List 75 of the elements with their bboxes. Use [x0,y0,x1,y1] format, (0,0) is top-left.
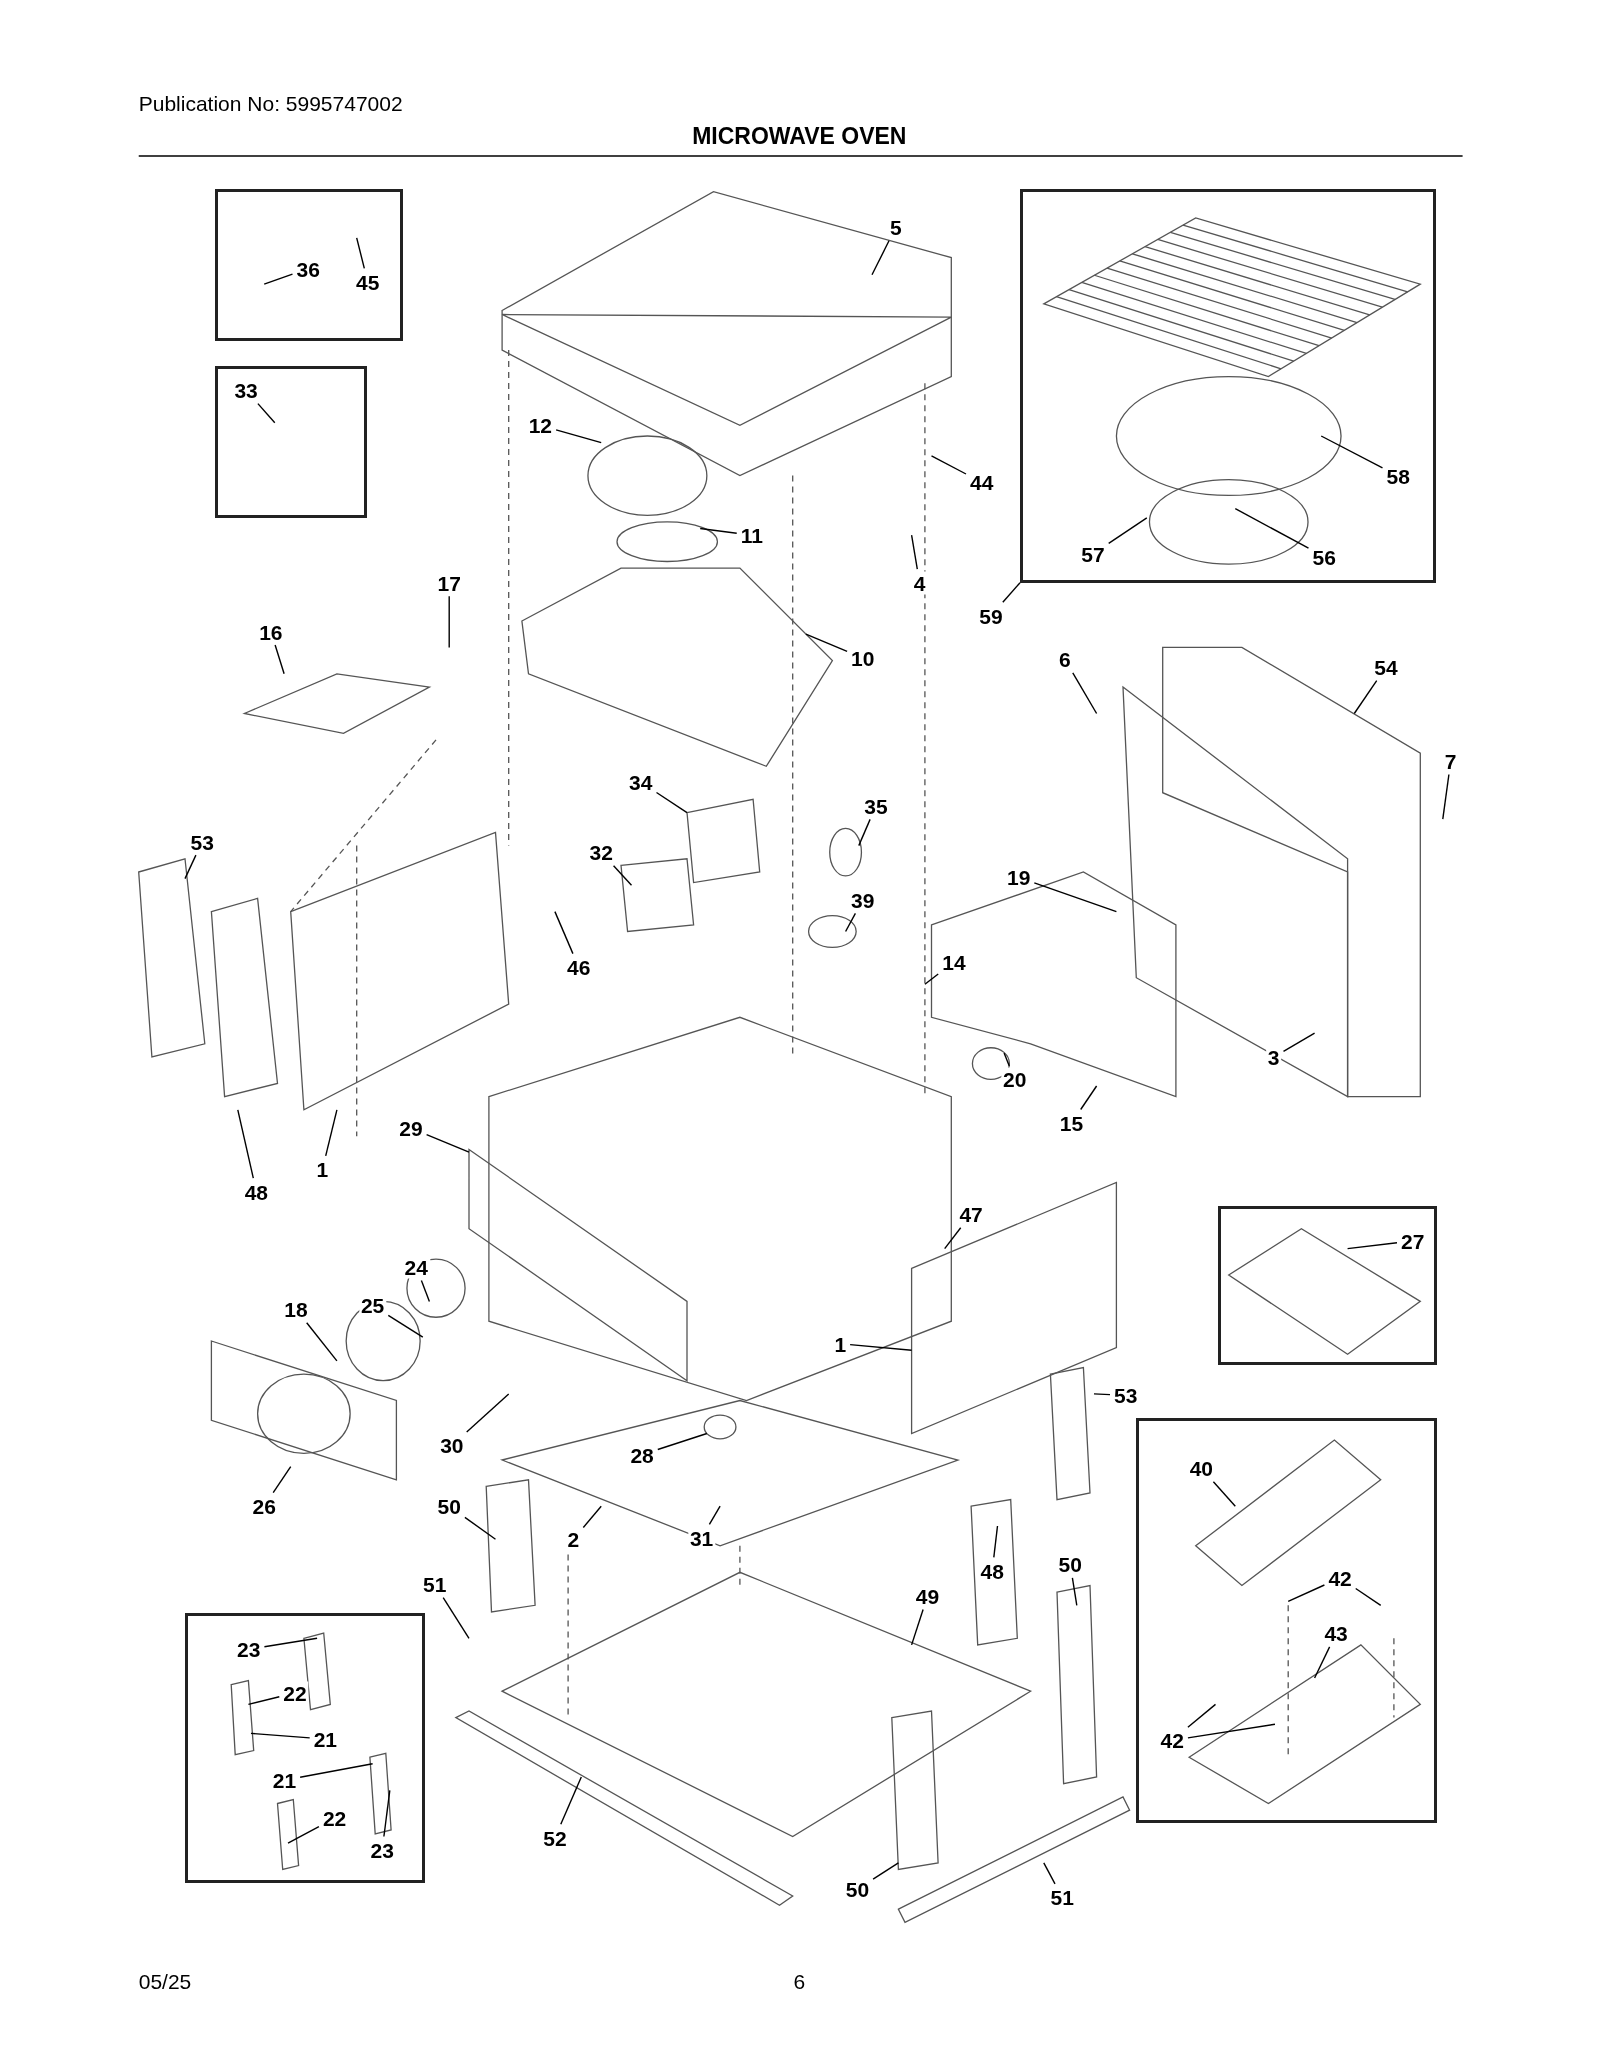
leader-line [1320,435,1384,469]
leader-line [554,910,574,955]
leader-line [263,273,294,285]
callout-number: 4 [911,571,928,595]
leader-line [871,240,890,276]
page-title: MICROWAVE OVEN [692,122,907,150]
leader-line [1212,1481,1236,1507]
leader-line [387,1314,424,1338]
leader-line [1072,672,1098,715]
leader-line [930,455,967,475]
leader-line [184,854,197,880]
leader-line [708,1505,721,1526]
leader-line [805,633,848,653]
leader-line [1043,1862,1056,1885]
leader-line [655,791,688,814]
leader-line [1108,517,1148,545]
leader-line [287,1826,320,1844]
date-code: 05/25 [138,1969,192,1994]
leader-line [1080,1085,1098,1111]
leader-line [237,1109,254,1179]
leader-line [1442,773,1450,820]
leader-line [356,237,365,269]
leader-line [993,1525,999,1559]
leader-line [466,1393,510,1433]
leader-line [464,1516,497,1540]
inset-frame [1136,1417,1438,1824]
leader-line [274,644,285,675]
leader-line [844,912,857,933]
inset-frame [1218,1206,1438,1365]
leader-line [263,1637,318,1648]
leader-line [560,1776,582,1825]
leader-line [1187,1703,1217,1728]
leader-line [325,1109,338,1157]
leader-line [944,1227,962,1250]
leader-line [1282,1032,1316,1052]
leader-line [383,1789,391,1838]
leader-line [1346,1242,1398,1250]
leader-line [1313,1646,1331,1679]
leader-line [1033,882,1118,913]
leader-line [425,1134,470,1153]
leader-line [582,1505,602,1529]
leader-line [555,429,602,444]
page-number: 6 [793,1969,806,1994]
leader-line [910,534,918,570]
leader-line [1353,680,1378,715]
leader-line [272,1465,292,1494]
leader-line [1071,1577,1078,1606]
leader-line [910,1608,924,1646]
leader-line [699,527,738,534]
publication-number: Publication No: 5995747002 [138,92,403,117]
leader-line [872,1862,900,1880]
leader-line [1234,508,1310,549]
leader-line [247,1696,280,1706]
leader-line [442,1596,470,1639]
leader-line [924,973,939,985]
inset-frame [1019,188,1437,583]
inset-frame [215,188,403,341]
leader-line [1002,582,1021,603]
leader-line [306,1322,338,1362]
leader-line [1355,1587,1382,1606]
leader-line [257,402,276,424]
inset-frame [184,1613,426,1883]
leader-line [448,595,450,649]
leader-line [1093,1393,1111,1396]
leader-line [420,1279,431,1303]
leader-line [1003,1052,1010,1067]
leader-line [612,865,633,886]
leader-line [1187,1723,1276,1739]
leader-line [299,1763,374,1778]
inset-frame [215,365,368,518]
leader-line [250,1732,311,1739]
leader-line [849,1343,913,1351]
leader-line [1287,1584,1326,1602]
leader-line [657,1432,708,1451]
leader-line [858,818,871,847]
